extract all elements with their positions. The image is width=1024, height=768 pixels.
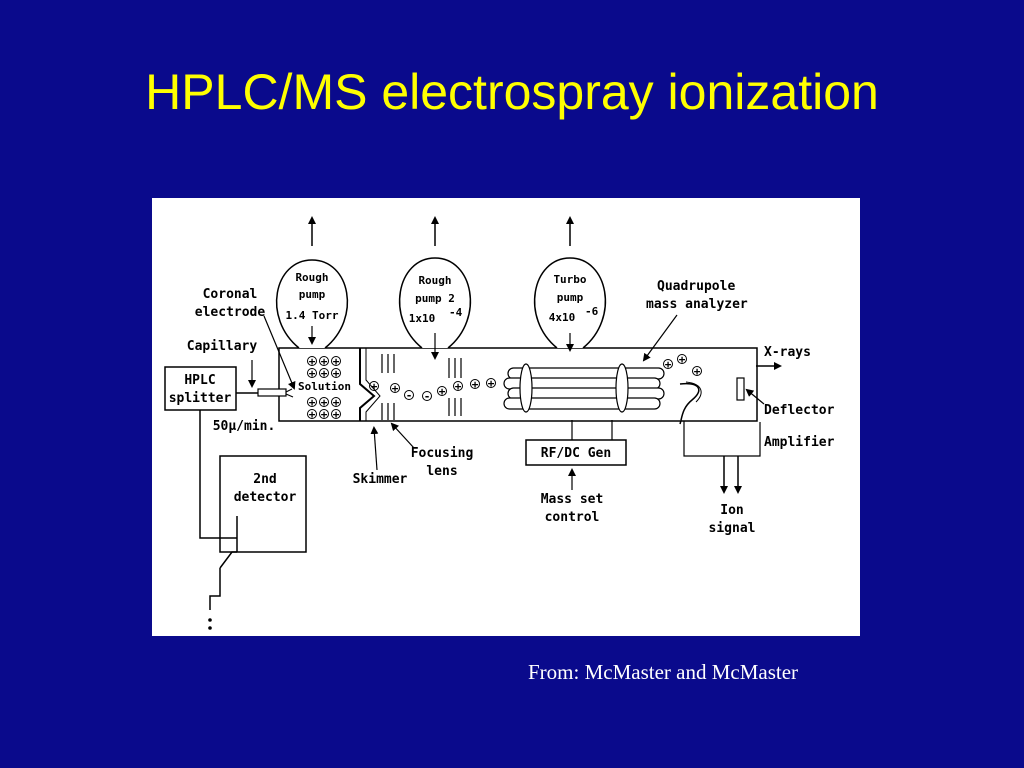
hplc-splitter-line1: HPLC bbox=[184, 373, 215, 388]
rough-pump-1-pressure: 1.4 Torr bbox=[286, 309, 339, 322]
svg-text:+: + bbox=[694, 365, 701, 378]
svg-text:+: + bbox=[309, 408, 316, 421]
deflector-plate bbox=[736, 377, 745, 401]
svg-text:+: + bbox=[309, 396, 316, 409]
svg-text:+: + bbox=[321, 367, 328, 380]
focusing-lens-line2: lens bbox=[426, 464, 457, 479]
svg-text:+: + bbox=[333, 408, 340, 421]
rough-pump-2: Rough pump 2 1x10 -4 bbox=[398, 216, 472, 360]
svg-text:+: + bbox=[333, 396, 340, 409]
turbo-pump-line2: pump bbox=[557, 291, 584, 304]
solution-charges-bottom: + + + + + + bbox=[307, 396, 341, 421]
ion-signal-line1: Ion bbox=[720, 503, 743, 518]
svg-text:+: + bbox=[321, 355, 328, 368]
coronal-electrode-line1: Coronal bbox=[203, 287, 258, 302]
quadrupole-line1: Quadrupole bbox=[657, 279, 735, 294]
x-rays-label: X-rays bbox=[764, 345, 811, 360]
svg-text:+: + bbox=[679, 353, 686, 366]
slide-title: HPLC/MS electrospray ionization bbox=[145, 64, 879, 120]
capillary-label: Capillary bbox=[187, 339, 258, 354]
exit-ions: + + + bbox=[663, 353, 702, 378]
skimmer bbox=[359, 348, 376, 421]
rough-pump-1: Rough pump 1.4 Torr bbox=[275, 216, 349, 349]
turbo-pump: Turbo pump 4x10 -6 bbox=[533, 216, 607, 352]
solution-charges-top: + + + + + + bbox=[307, 355, 341, 380]
hplc-splitter-line2: splitter bbox=[169, 391, 232, 406]
svg-text:+: + bbox=[392, 382, 399, 395]
focusing-lens-line1: Focusing bbox=[411, 446, 474, 461]
mass-set-control-line2: control bbox=[545, 510, 600, 525]
quadrupole-line2: mass analyzer bbox=[646, 297, 748, 312]
svg-text:-: - bbox=[406, 389, 413, 402]
turbo-pump-exponent: -6 bbox=[585, 305, 599, 318]
rough-pump-2-exponent: -4 bbox=[449, 306, 463, 319]
mass-set-control-line1: Mass set bbox=[541, 492, 604, 507]
quadrupole-rods bbox=[503, 363, 665, 413]
svg-text:+: + bbox=[309, 355, 316, 368]
second-detector-box bbox=[219, 455, 307, 553]
rough-pump-1-line2: pump bbox=[299, 288, 326, 301]
amplifier-wiring bbox=[683, 421, 761, 457]
second-detector-line2: detector bbox=[234, 490, 297, 505]
svg-text:+: + bbox=[321, 396, 328, 409]
deflector-label: Deflector bbox=[764, 403, 835, 418]
svg-text:+: + bbox=[665, 358, 672, 371]
turbo-pump-pressure: 4x10 bbox=[549, 311, 576, 324]
amplifier-label: Amplifier bbox=[764, 435, 835, 450]
svg-text:+: + bbox=[488, 377, 495, 390]
flow-rate-label: 50µ/min. bbox=[213, 419, 276, 434]
svg-text:+: + bbox=[309, 367, 316, 380]
ion-signal-line2: signal bbox=[709, 521, 756, 536]
rf-dc-gen-box bbox=[525, 439, 627, 466]
esi-ms-schematic: Rough pump 1.4 Torr Rough pump 2 1x10 -4… bbox=[164, 216, 835, 630]
svg-text:+: + bbox=[371, 380, 378, 393]
rough-pump-2-pressure: 1x10 bbox=[409, 312, 436, 325]
source-credit: From: McMaster and McMaster bbox=[528, 660, 799, 684]
figure-panel: Rough pump 1.4 Torr Rough pump 2 1x10 -4… bbox=[152, 198, 860, 636]
coronal-electrode-line2: electrode bbox=[195, 305, 266, 320]
focusing-lens-plates bbox=[381, 354, 462, 420]
solution-label: Solution bbox=[298, 380, 351, 393]
rough-pump-2-line2: pump 2 bbox=[415, 292, 455, 305]
svg-text:+: + bbox=[455, 380, 462, 393]
svg-text:+: + bbox=[439, 385, 446, 398]
svg-text:+: + bbox=[321, 408, 328, 421]
rough-pump-2-line1: Rough bbox=[418, 274, 451, 287]
svg-text:-: - bbox=[424, 390, 431, 403]
ion-beam: + + - - + + + + bbox=[369, 377, 496, 403]
svg-text:+: + bbox=[472, 378, 479, 391]
rough-pump-1-line1: Rough bbox=[295, 271, 328, 284]
splitter-line bbox=[199, 410, 237, 539]
rf-dc-gen-label: RF/DC Gen bbox=[541, 446, 611, 461]
svg-text:+: + bbox=[333, 367, 340, 380]
skimmer-label: Skimmer bbox=[353, 472, 408, 487]
detector-electrode bbox=[679, 382, 700, 425]
capillary-tube bbox=[257, 388, 287, 397]
second-detector-line1: 2nd bbox=[253, 472, 276, 487]
vacuum-chamber bbox=[278, 347, 758, 422]
turbo-pump-line1: Turbo bbox=[553, 273, 586, 286]
svg-text:+: + bbox=[333, 355, 340, 368]
